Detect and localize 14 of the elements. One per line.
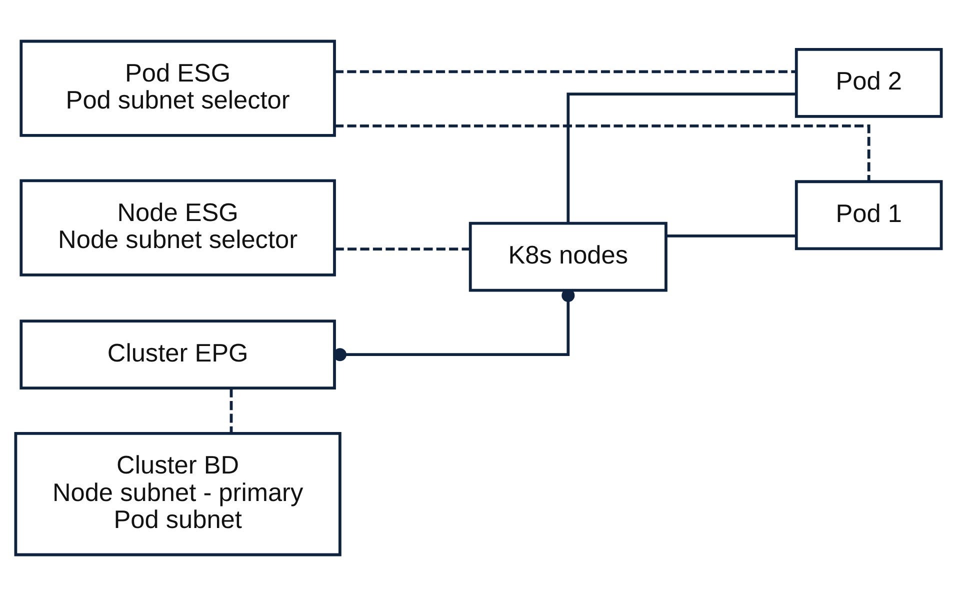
node-box: Pod 2 (794, 48, 943, 118)
node-box: K8s nodes (468, 222, 668, 292)
node-box: Pod 1 (794, 180, 943, 250)
node-box: Node ESG Node subnet selector (20, 179, 336, 276)
connector (566, 92, 796, 224)
connector (334, 70, 796, 74)
node-box: Cluster EPG (20, 320, 336, 390)
connector (333, 289, 575, 362)
node-box: Cluster BD Node subnet - primary Pod subnet (14, 432, 342, 556)
node-box: Pod ESG Pod subnet selector (20, 40, 336, 137)
connector (666, 234, 796, 238)
connector (230, 388, 233, 434)
connector (334, 124, 870, 182)
connector (334, 248, 470, 251)
